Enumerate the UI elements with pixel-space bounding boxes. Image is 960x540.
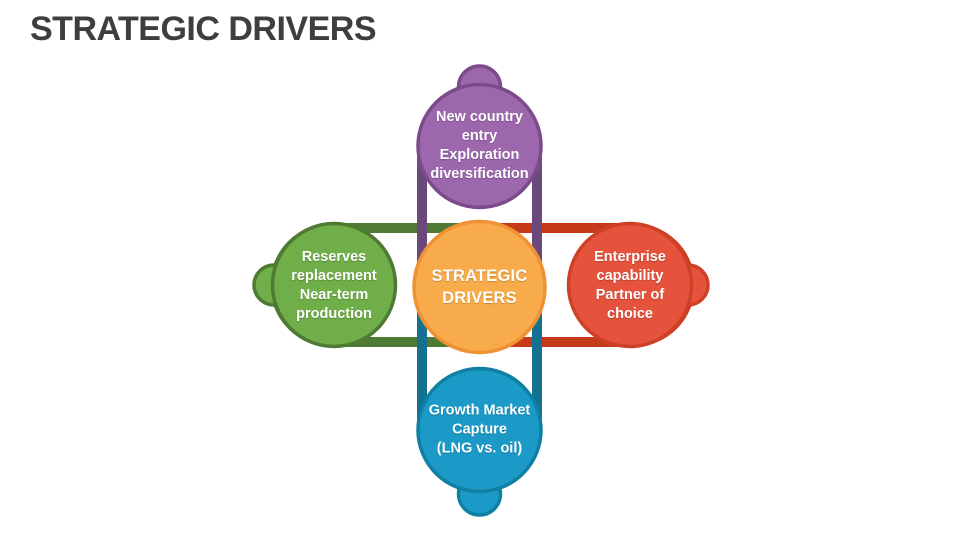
node-label-left: Reserves replacement Near-term productio… <box>291 249 377 322</box>
node-circle-left <box>270 221 398 349</box>
node-label-center: STRATEGIC DRIVERS <box>431 267 528 307</box>
node-label-right: Enterprise capability Partner of choice <box>594 249 666 322</box>
node-circle-top <box>416 82 543 210</box>
node-circle-bottom <box>416 366 543 494</box>
node-circle-right <box>566 221 694 349</box>
node-circle-center <box>412 219 547 355</box>
node-label-top: New country entry Exploration diversific… <box>430 109 529 182</box>
node-label-bottom: Growth Market Capture (LNG vs. oil) <box>428 402 531 457</box>
slide-title: STRATEGIC DRIVERS <box>30 10 377 48</box>
